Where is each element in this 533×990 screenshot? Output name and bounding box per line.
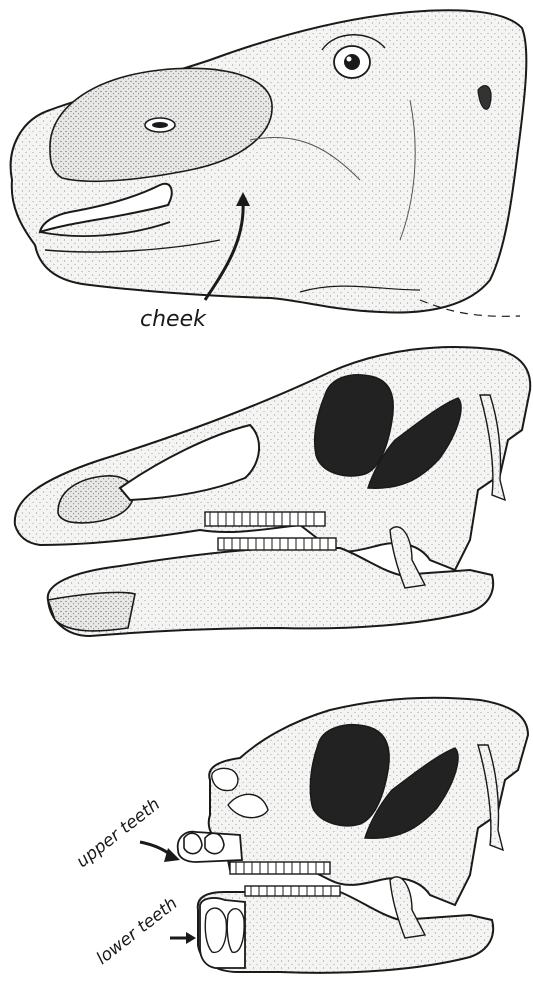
upper-skull: [15, 347, 530, 570]
skull-panel: [15, 347, 530, 636]
upper-teeth-label: upper teeth: [73, 794, 164, 871]
predentary: [48, 592, 135, 631]
teeth-panel: upper teeth lower teeth: [73, 698, 528, 973]
upper-tooth-row: [205, 512, 325, 526]
head-panel: cheek: [11, 10, 527, 332]
cheek-label: cheek: [140, 307, 207, 332]
lower-teeth-label: lower teeth: [93, 894, 182, 969]
lower-tooth-row: [218, 538, 336, 550]
